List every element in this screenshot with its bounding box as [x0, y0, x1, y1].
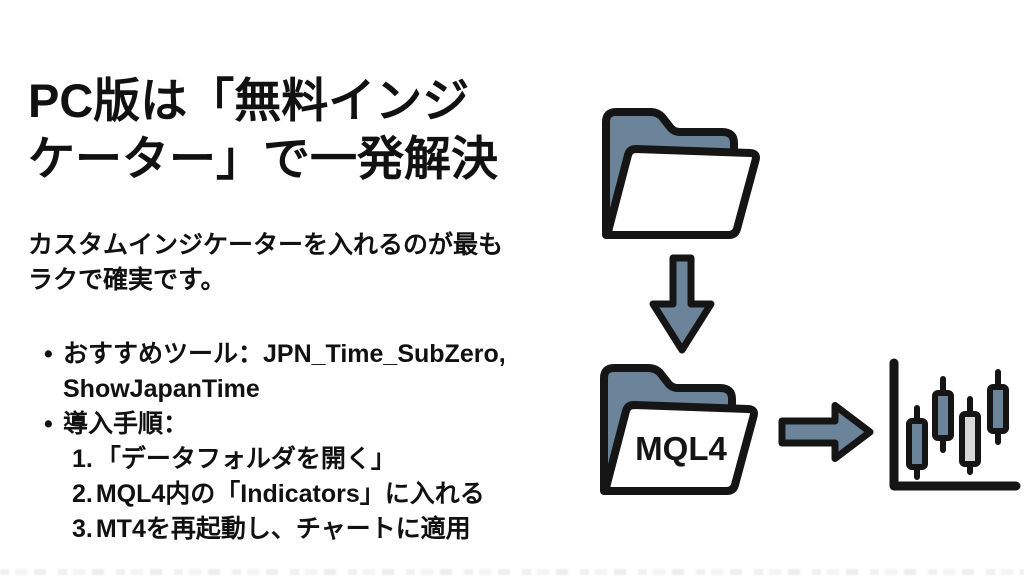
step-item-1: 1. 「データフォルダを開く」 — [72, 442, 514, 477]
bullet-tools-line-2: ShowJapanTime — [63, 375, 260, 403]
candle-4 — [987, 369, 1009, 445]
page-title: PC版は「無料インジ ケーター」で一発解決 — [28, 72, 528, 188]
bullet-steps-label: 導入手順： — [63, 410, 189, 438]
folder-back — [602, 108, 738, 239]
bullet-item-tools: • おすすめツール：JPN_Time_SubZero, ShowJapanTim… — [44, 337, 514, 407]
folder-label: MQL4 — [635, 430, 727, 467]
cropped-text-artifact — [0, 569, 1024, 575]
candle-body — [906, 418, 928, 470]
step-text: MQL4内の「Indicators」に入れる — [95, 480, 485, 508]
bullet-text: おすすめツール：JPN_Time_SubZero, ShowJapanTime — [63, 337, 506, 407]
folder-back — [600, 364, 736, 495]
folder-front — [602, 401, 758, 495]
mql4-folder-icon: MQL4 — [600, 364, 758, 495]
folder-front — [604, 145, 760, 239]
arrow-down-shape — [649, 254, 715, 354]
arrow-right-icon — [778, 402, 874, 462]
bullet-item-steps: • 導入手順： — [44, 407, 514, 442]
bullet-tools-line-1: おすすめツール：JPN_Time_SubZero, — [63, 340, 506, 368]
intro-line-2: ラクで確実です。 — [28, 266, 226, 294]
candle-body — [959, 411, 981, 467]
bullet-list: • おすすめツール：JPN_Time_SubZero, ShowJapanTim… — [44, 337, 514, 547]
candle-body — [987, 384, 1009, 434]
intro-line-1: カスタムインジケーターを入れるのが最も — [28, 231, 504, 259]
step-text: MT4を再起動し、チャートに適用 — [95, 515, 471, 543]
bullet-dot: • — [44, 410, 53, 438]
title-line-2: ケーター」で一発解決 — [28, 132, 498, 185]
open-folder-icon — [602, 108, 760, 239]
step-item-2: 2. MQL4内の「Indicators」に入れる — [72, 477, 514, 512]
bullet-dot: • — [44, 340, 53, 368]
candle-1 — [906, 405, 928, 480]
candle-3 — [959, 396, 981, 475]
step-number: 2. — [72, 480, 93, 508]
steps-list: 1. 「データフォルダを開く」 2. MQL4内の「Indicators」に入れ… — [72, 442, 514, 547]
intro-text: カスタムインジケーターを入れるのが最も ラクで確実です。 — [28, 228, 518, 298]
chart-axes — [889, 358, 1021, 491]
step-text: 「データフォルダを開く」 — [95, 445, 396, 473]
candle-2 — [932, 376, 954, 453]
candle-body — [932, 390, 954, 441]
candlestick-chart-icon — [889, 358, 1021, 491]
step-number: 3. — [72, 515, 93, 543]
step-number: 1. — [72, 445, 93, 473]
title-line-1: PC版は「無料インジ — [28, 74, 470, 127]
bullet-text: 導入手順： — [63, 407, 188, 442]
arrow-down-icon — [649, 254, 715, 354]
arrow-right-shape — [778, 402, 874, 462]
step-item-3: 3. MT4を再起動し、チャートに適用 — [72, 512, 514, 547]
